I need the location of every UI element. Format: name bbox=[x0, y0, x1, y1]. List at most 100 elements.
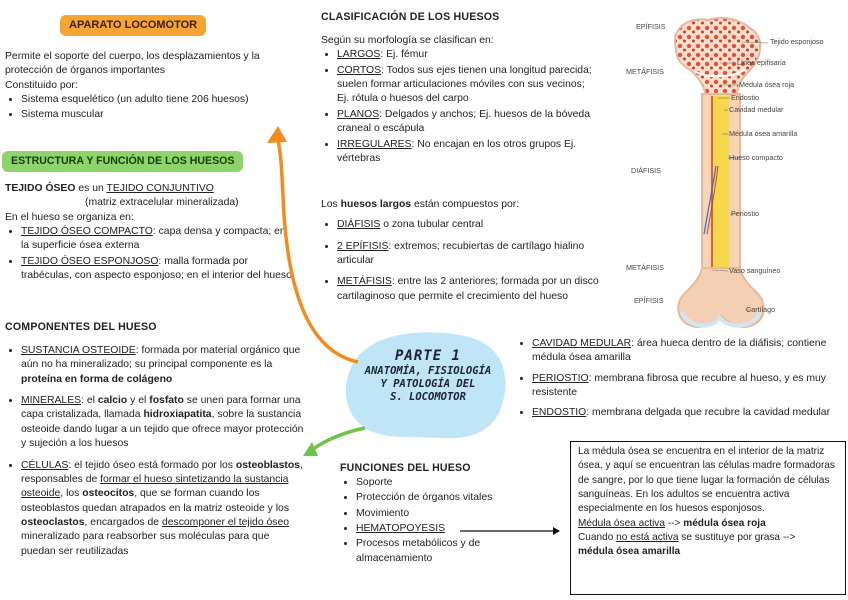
hematopoyesis-term: HEMATOPOYESIS bbox=[356, 523, 446, 535]
list-item: IRREGULARES: No encajan en los otros gru… bbox=[337, 138, 596, 167]
calcio-bold: calcio bbox=[97, 395, 128, 407]
intro-text: están compuestos por: bbox=[411, 199, 520, 210]
clasificacion-block: Según su morfología se clasifican en: LA… bbox=[321, 34, 596, 167]
medula-activa-term: Médula ósea activa bbox=[578, 517, 665, 529]
largos-term: LARGOS bbox=[337, 49, 381, 61]
componentes-block: SUSTANCIA OSTEOIDE: formada por material… bbox=[5, 344, 305, 560]
intro-constituido: Constituido por: bbox=[5, 79, 78, 91]
epiphyseal-line bbox=[695, 69, 745, 78]
esponjoso-term: TEJIDO ÓSEO ESPONJOSO bbox=[21, 255, 159, 267]
intro-line1: Permite el soporte del cuerpo, los despl… bbox=[5, 51, 260, 62]
list-item: Sistema esquelético (un adulto tiene 206… bbox=[21, 93, 295, 107]
tejido-matriz: (matriz extracelular mineralizada) bbox=[85, 197, 239, 209]
medula-amarilla-bold: médula ósea amarilla bbox=[578, 546, 681, 558]
list-item: ENDOSTIO: membrana delgada que recubre l… bbox=[532, 406, 844, 420]
tejido-es-un: es un bbox=[75, 183, 107, 194]
diafisis-term: DIÁFISIS bbox=[337, 219, 381, 231]
list-item: TEJIDO ÓSEO ESPONJOSO: malla formada por… bbox=[21, 255, 295, 284]
minerales-desc: se unen para formar una capa cristalizad… bbox=[21, 395, 301, 421]
title-estructura: ESTRUCTURA Y FUNCIÓN DE LOS HUESOS bbox=[2, 151, 244, 172]
list-item: Sistema muscular bbox=[21, 108, 295, 122]
periostio-term: PERIOSTIO bbox=[532, 372, 589, 384]
list-item: LARGOS: Ej. fémur bbox=[337, 48, 596, 62]
osteoblastos-bold: osteoblastos bbox=[235, 459, 300, 471]
hematopoyesis-arrowhead bbox=[553, 527, 560, 535]
list-item: Movimiento bbox=[356, 507, 515, 521]
clasificacion-intro: Según su morfología se clasifican en: bbox=[321, 35, 494, 46]
cavidad-block: CAVIDAD MEDULAR: área hueca dentro de la… bbox=[516, 337, 844, 422]
cortos-term: CORTOS bbox=[337, 64, 382, 76]
list-item: PLANOS: Delgados y anchos; Ej. huesos de… bbox=[337, 108, 596, 137]
celulas-desc: , responsables de bbox=[21, 459, 303, 485]
minerales-desc: y el bbox=[127, 395, 150, 407]
celulas-desc: , encargados de bbox=[84, 516, 162, 528]
bone-label-periostio: Periostio bbox=[731, 209, 759, 218]
list-item: 2 EPÍFISIS: extremos; recubiertas de car… bbox=[337, 240, 606, 269]
osteocitos-bold: osteocitos bbox=[82, 488, 135, 500]
parte-line4: S. LOCOMOTOR bbox=[390, 390, 466, 403]
cavidad-term: CAVIDAD MEDULAR bbox=[532, 338, 632, 349]
componentes-list: SUSTANCIA OSTEOIDE: formada por material… bbox=[5, 344, 305, 559]
list-item: Protección de órganos vitales bbox=[356, 491, 515, 505]
medula-roja-bold: médula ósea roja bbox=[683, 517, 766, 529]
bone-label-diafisis: DIÁFISIS bbox=[631, 166, 661, 175]
celulas-desc: , que se forman cuando los osteoblastos … bbox=[21, 488, 290, 514]
list-item: CORTOS: Todos sus ejes tienen una longit… bbox=[337, 64, 596, 107]
compacto-term: TEJIDO ÓSEO COMPACTO bbox=[21, 226, 153, 238]
funciones-list: Soporte Protección de órganos vitales Mo… bbox=[340, 476, 515, 566]
tejido-conjuntivo-label: TEJIDO CONJUNTIVO bbox=[106, 183, 214, 194]
compacto-desc: : capa densa y compacta; en la superfici… bbox=[21, 226, 286, 252]
cavidad-desc: : área hueca dentro de la diáfisis; cont… bbox=[532, 338, 827, 364]
title-aparato-locomotor: APARATO LOCOMOTOR bbox=[60, 15, 207, 37]
funciones-block: Soporte Protección de órganos vitales Mo… bbox=[340, 476, 515, 567]
minerales-term: MINERALES bbox=[21, 395, 82, 407]
largos-parts-block: Los huesos largos están compuestos por: … bbox=[321, 198, 606, 305]
osteoclastos-bold: osteoclastos bbox=[21, 516, 85, 528]
medullary-cavity bbox=[713, 96, 729, 268]
intro-block: Permite el soporte del cuerpo, los despl… bbox=[5, 50, 295, 124]
medula-text: se sustituye por grasa --> bbox=[678, 531, 796, 543]
list-item: HEMATOPOYESIS bbox=[356, 522, 515, 536]
list-item: Soporte bbox=[356, 476, 515, 490]
fosfato-bold: fosfato bbox=[149, 395, 184, 407]
esponjoso-desc: : malla formada por trabéculas, con aspe… bbox=[21, 255, 292, 282]
parte-title: PARTE 1 ANATOMÍA, FISIOLOGÍA Y PATOLOGÍA… bbox=[342, 348, 514, 403]
bone-label-cavidad-medular: Cavidad medular bbox=[729, 105, 784, 114]
bone-label-cartilago: Cartílago bbox=[746, 305, 776, 314]
medula-box: La médula ósea se encuentra en el interi… bbox=[570, 441, 846, 595]
minerales-desc: : el bbox=[81, 395, 98, 407]
endosteum bbox=[711, 96, 713, 268]
orange-arrow bbox=[276, 139, 359, 364]
bone-label-endostio: Endostio bbox=[731, 93, 759, 102]
epifisis-desc: : extremos; recubiertas de cartílago hia… bbox=[337, 240, 585, 267]
diafisis-desc: o zona tubular central bbox=[380, 219, 484, 231]
clasificacion-title: CLASIFICACIÓN DE LOS HUESOS bbox=[321, 11, 500, 23]
tejido-organiza: En el hueso se organiza en: bbox=[5, 211, 134, 223]
top-epiphysis bbox=[673, 17, 762, 97]
green-arrow bbox=[310, 426, 366, 452]
cavidad-list: CAVIDAD MEDULAR: área hueca dentro de la… bbox=[516, 337, 844, 421]
cartilage bbox=[680, 311, 762, 328]
list-item: TEJIDO ÓSEO COMPACTO: capa densa y compa… bbox=[21, 225, 295, 254]
blue-blob bbox=[345, 332, 506, 439]
tejido-list: TEJIDO ÓSEO COMPACTO: capa densa y compa… bbox=[5, 225, 295, 283]
irregulares-term: IRREGULARES bbox=[337, 138, 412, 150]
largos-desc: : Ej. fémur bbox=[380, 49, 428, 61]
bone-label-tejido-esponjoso: Tejido esponjoso bbox=[770, 37, 824, 46]
list-item: SUSTANCIA OSTEOIDE: formada por material… bbox=[21, 344, 305, 387]
parte-line2: ANATOMÍA, FISIOLOGÍA bbox=[364, 365, 492, 378]
list-item: CAVIDAD MEDULAR: área hueca dentro de la… bbox=[532, 337, 844, 366]
list-item: CÉLULAS: el tejido óseo está formado por… bbox=[21, 459, 305, 560]
hidroxiapatita-bold: hidroxiapatita bbox=[143, 409, 212, 421]
bone-label-medula-roja: Médula ósea roja bbox=[739, 80, 795, 89]
list-item: MINERALES: el calcio y el fosfato se une… bbox=[21, 394, 305, 451]
list-item: DIÁFISIS o zona tubular central bbox=[337, 218, 606, 232]
celulas-underline: descomponer el tejido óseo bbox=[161, 516, 290, 528]
parte-line3: Y PATOLOGÍA DEL bbox=[380, 377, 476, 390]
medula-text: Cuando bbox=[578, 531, 617, 543]
intro-line2: protección de órganos importantes bbox=[5, 65, 165, 77]
tejido-line: TEJIDO ÓSEO es un TEJIDO CONJUNTIVO bbox=[5, 182, 295, 196]
planos-desc: : Delgados y anchos; Ej. huesos de la bó… bbox=[337, 108, 590, 135]
endostio-desc: : membrana delgada que recubre la cavida… bbox=[586, 407, 831, 419]
